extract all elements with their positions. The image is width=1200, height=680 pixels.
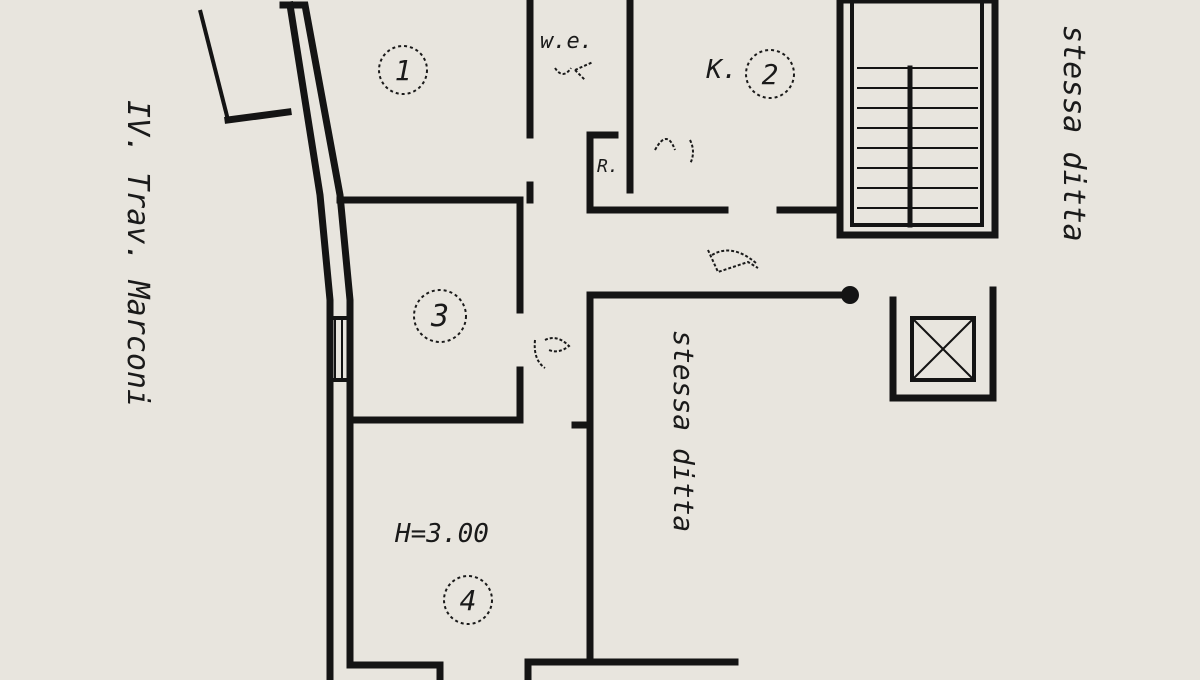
svg-text:1: 1 — [395, 54, 412, 87]
wc-fixture-icon — [554, 61, 594, 81]
door-arc-icon — [533, 138, 759, 369]
room-4-label: 4 — [443, 575, 493, 625]
neighbor-label-right: stessa ditta — [1056, 25, 1091, 242]
svg-text:3: 3 — [430, 299, 449, 334]
staircase-icon — [836, 0, 999, 239]
interior-walls — [336, 0, 859, 659]
room-3-label: 3 — [413, 289, 467, 343]
svg-text:2: 2 — [762, 58, 779, 91]
room-1-label: 1 — [378, 45, 428, 95]
neighbor-label-center: stessa ditta — [667, 330, 700, 532]
svg-text:K.: K. — [705, 55, 737, 85]
wc-label: w.e. — [540, 29, 593, 54]
room-2-label: K. 2 — [705, 49, 795, 99]
svg-text:4: 4 — [460, 584, 477, 617]
outer-walls — [198, 0, 739, 680]
street-label: IV. Trav. Marconi — [120, 100, 155, 407]
ceiling-height-label: H=3.00 — [394, 519, 489, 549]
ripostiglio-label: R. — [597, 156, 619, 177]
elevator-icon — [889, 286, 997, 402]
